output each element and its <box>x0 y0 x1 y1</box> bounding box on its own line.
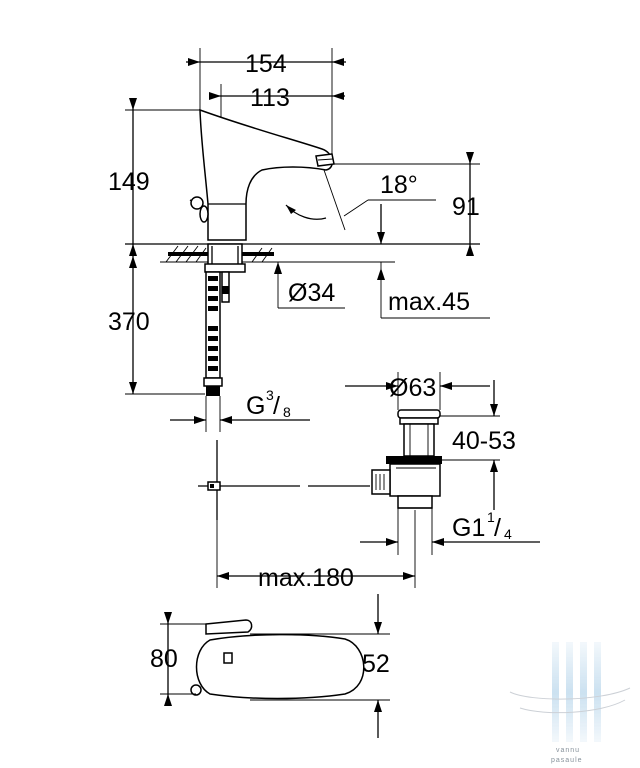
max-45-label: max.45 <box>388 288 470 316</box>
drain-thread-numerator: 1 <box>487 509 495 525</box>
thread-numerator: 3 <box>266 387 274 403</box>
dim-max-45: max.45 <box>377 262 490 319</box>
dim-149-label: 149 <box>108 168 150 196</box>
drain-rod <box>198 440 370 520</box>
countertop-section <box>125 243 480 273</box>
drain-thread-denominator: 4 <box>504 526 512 542</box>
drain-diameter-label: Ø63 <box>389 374 436 402</box>
drain-range-label: 40-53 <box>452 427 516 455</box>
thread-g-label: G <box>246 392 265 420</box>
watermark-text-2: pasaule <box>551 757 583 764</box>
dim-80-label: 80 <box>150 645 178 673</box>
dim-113: 113 <box>209 84 345 122</box>
drain-fitting <box>371 409 442 509</box>
hole-diameter-label: Ø34 <box>288 279 335 307</box>
dim-370: 370 <box>108 256 205 395</box>
dim-40-53: 40-53 <box>440 380 516 510</box>
dim-thread-g38: G 3 / 8 <box>170 387 310 432</box>
dim-52: 52 <box>250 594 390 738</box>
dim-80: 80 <box>150 612 206 706</box>
dim-91: 91 <box>334 152 480 256</box>
dim-52-label: 52 <box>362 650 390 678</box>
dim-370-label: 370 <box>108 308 150 336</box>
faucet-plan-view <box>190 619 365 700</box>
thread-slash: / <box>273 392 280 420</box>
dim-154-label: 154 <box>245 50 287 78</box>
max-180-label: max.180 <box>258 564 354 592</box>
drain-thread-label: G1 <box>452 514 485 542</box>
supply-hoses <box>203 271 230 396</box>
dim-drain-diameter: Ø63 <box>345 372 490 410</box>
faucet-side-view: 18° <box>189 108 436 244</box>
dim-thread-g114: G1 1 / 4 <box>360 508 540 555</box>
watermark-logo: vannu pasaule <box>509 642 631 764</box>
dim-91-label: 91 <box>452 193 480 221</box>
dim-hole-diameter: Ø34 <box>274 262 345 309</box>
dim-max-180: max.180 <box>216 510 416 592</box>
angle-label: 18° <box>380 171 418 199</box>
thread-denominator: 8 <box>283 404 291 420</box>
dim-154: 154 <box>186 48 346 155</box>
drain-thread-slash: / <box>494 514 501 542</box>
dim-113-label: 113 <box>250 84 290 112</box>
watermark-text-1: vannu <box>556 747 580 754</box>
dim-149: 149 <box>108 98 200 256</box>
